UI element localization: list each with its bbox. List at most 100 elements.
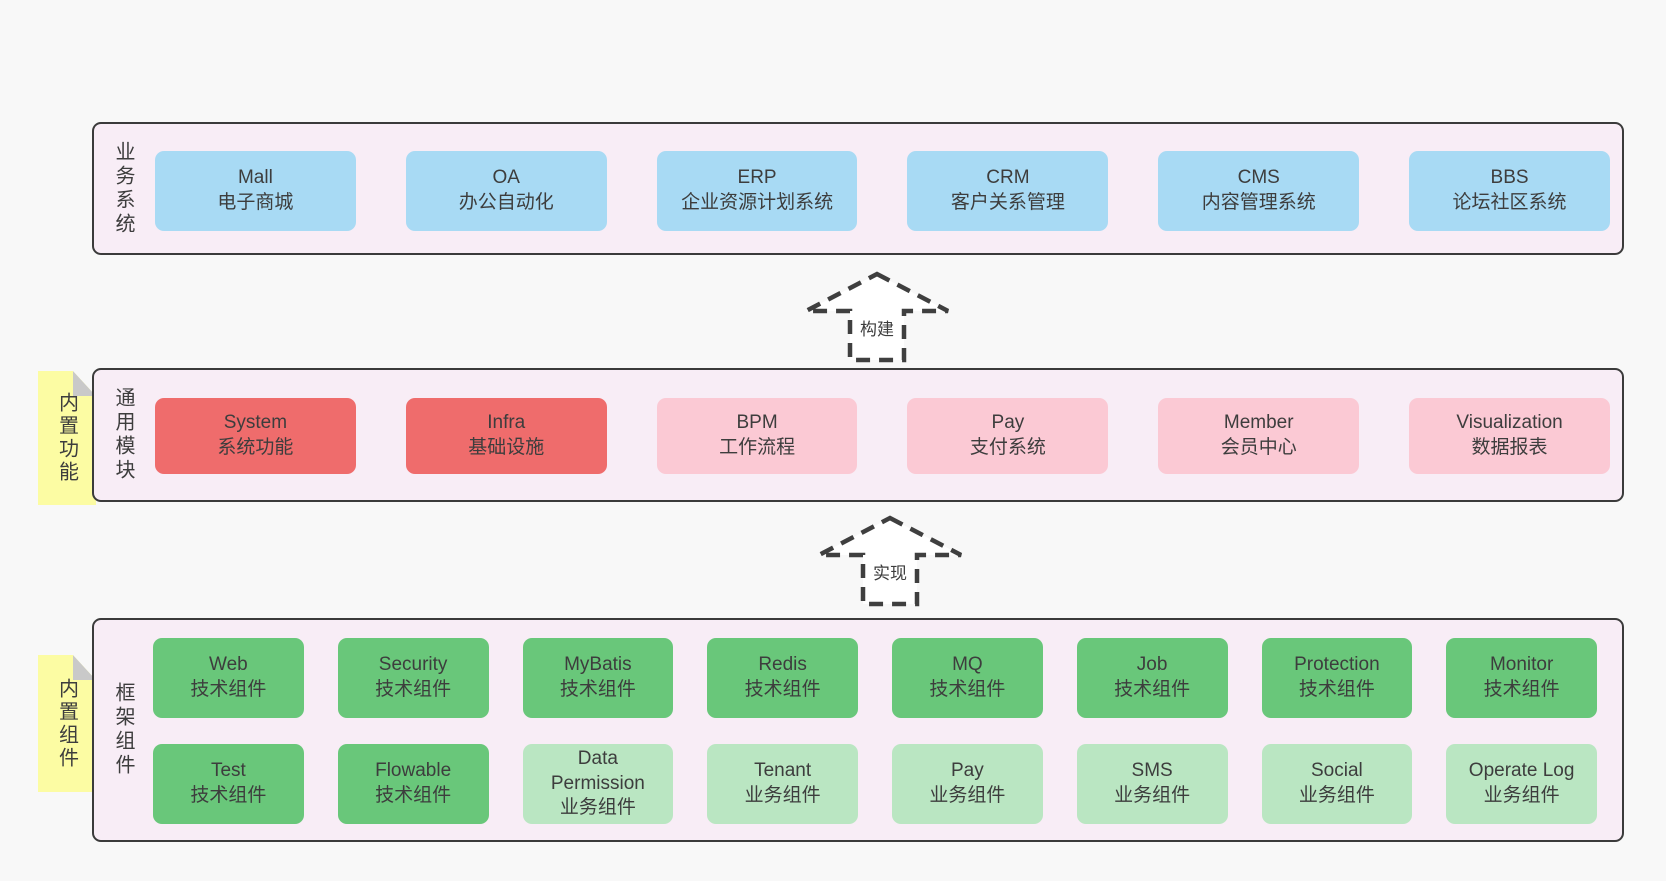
box-redis: Redis 技术组件 [707,638,858,718]
box-data-permission: Data Permission 业务组件 [522,744,674,824]
panel-common-modules: 通用模块 System 系统功能 Infra 基础设施 BPM 工作流程 Pay… [92,368,1624,502]
box-subtitle: 技术组件 [1114,679,1191,700]
box-subtitle: 内容管理系统 [1201,192,1316,213]
box-mall: Mall 电子商城 [155,151,356,231]
arrow-build: 构建 [802,270,952,364]
box-row: System 系统功能 Infra 基础设施 BPM 工作流程 Pay 支付系统… [155,398,1610,474]
box-mybatis: MyBatis 技术组件 [522,638,674,718]
box-pay: Pay 业务组件 [892,744,1043,824]
box-flowable: Flowable 技术组件 [337,744,489,824]
box-test: Test 技术组件 [153,744,304,824]
box-subtitle: 办公自动化 [458,192,554,213]
box-job: Job 技术组件 [1076,638,1228,718]
box-subtitle: 论坛社区系统 [1452,192,1567,213]
box-subtitle: 技术组件 [559,679,636,700]
box-title: MyBatis [564,654,632,676]
box-title: Infra [487,412,526,434]
box-subtitle: 电子商城 [217,192,294,213]
box-security: Security 技术组件 [337,638,489,718]
box-web: Web 技术组件 [153,638,304,718]
box-title: Security [378,654,448,676]
box-row: Mall 电子商城 OA 办公自动化 ERP 企业资源计划系统 CRM 客户关系… [155,151,1610,231]
box-subtitle: 业务组件 [1483,785,1560,806]
box-subtitle: 会员中心 [1220,437,1297,458]
box-subtitle: 技术组件 [1298,679,1375,700]
panel-side-label: 业务系统 [112,140,134,237]
box-subtitle: 业务组件 [744,785,821,806]
panel-framework-components: 框架组件 Web 技术组件 Security 技术组件 MyBatis 技术组件… [92,618,1624,842]
box-title: Test [210,760,246,782]
box-subtitle: 业务组件 [1114,785,1191,806]
box-subtitle: 技术组件 [929,679,1006,700]
box-title: CRM [986,167,1030,189]
box-row: Web 技术组件 Security 技术组件 MyBatis 技术组件 Redi… [153,638,1597,718]
box-title: Visualization [1456,412,1563,434]
box-subtitle: 技术组件 [190,679,267,700]
box-title: Monitor [1489,654,1554,676]
box-title: Member [1223,412,1294,434]
box-title: CMS [1237,167,1280,189]
box-crm: CRM 客户关系管理 [907,151,1109,231]
box-title: Tenant [754,760,812,782]
box-subtitle: 业务组件 [1298,785,1375,806]
sticky-tab-built-in-features: 内置功能 [38,371,96,505]
box-title: SMS [1131,760,1173,782]
box-title: MQ [952,654,983,676]
box-subtitle: 企业资源计划系统 [681,192,834,213]
box-rows-container: Web 技术组件 Security 技术组件 MyBatis 技术组件 Redi… [153,638,1597,824]
box-title: Job [1136,654,1168,676]
box-bbs: BBS 论坛社区系统 [1409,151,1610,231]
box-title: OA [492,167,520,189]
box-subtitle: 工作流程 [719,437,796,458]
box-monitor: Monitor 技术组件 [1446,638,1597,718]
box-title: Web [209,654,248,676]
box-subtitle: 技术组件 [1483,679,1560,700]
box-member: Member 会员中心 [1158,398,1360,474]
sticky-tab-built-in-components: 内置组件 [38,655,96,792]
box-title: Mall [237,167,273,189]
panel-side-label: 通用模块 [112,387,134,483]
box-title: Redis [758,654,807,676]
box-subtitle: 系统功能 [217,437,294,458]
arrow-implement: 实现 [815,514,965,608]
box-tenant: Tenant 业务组件 [707,744,858,824]
box-social: Social 业务组件 [1261,744,1413,824]
box-subtitle: 技术组件 [190,785,267,806]
box-title: BBS [1490,167,1529,189]
box-sms: SMS 业务组件 [1076,744,1228,824]
box-title: ERP [737,167,777,189]
panel-side-label: 框架组件 [112,682,134,778]
box-erp: ERP 企业资源计划系统 [656,151,858,231]
arrow-label: 构建 [856,314,898,341]
box-protection: Protection 技术组件 [1261,638,1413,718]
box-title: Social [1311,760,1363,782]
box-subtitle: 客户关系管理 [950,192,1065,213]
box-subtitle: 技术组件 [375,679,452,700]
box-title: BPM [736,412,778,434]
box-title: Pay [991,412,1025,434]
tab-label: 内置功能 [55,392,78,484]
box-row: Test 技术组件 Flowable 技术组件 Data Permission … [153,744,1597,824]
box-title: System [223,412,288,434]
box-visualization: Visualization 数据报表 [1409,398,1610,474]
box-title: Pay [951,760,984,782]
box-title: Operate Log [1468,760,1575,782]
box-system: System 系统功能 [155,398,356,474]
box-subtitle: 技术组件 [744,679,821,700]
box-pay: Pay 支付系统 [907,398,1109,474]
tab-label: 内置组件 [55,677,78,770]
box-infra: Infra 基础设施 [405,398,607,474]
box-subtitle: 基础设施 [468,437,545,458]
box-bpm: BPM 工作流程 [656,398,858,474]
box-oa: OA 办公自动化 [405,151,607,231]
box-operate-log: Operate Log 业务组件 [1446,744,1597,824]
box-subtitle: 业务组件 [559,797,636,819]
box-subtitle: 支付系统 [969,437,1046,458]
box-title: Protection [1294,654,1380,676]
box-mq: MQ 技术组件 [892,638,1043,718]
box-cms: CMS 内容管理系统 [1158,151,1360,231]
panel-business-systems: 业务系统 Mall 电子商城 OA 办公自动化 ERP 企业资源计划系统 CRM… [92,122,1624,255]
box-title: Flowable [375,760,452,782]
box-title: Data Permission [550,747,645,794]
